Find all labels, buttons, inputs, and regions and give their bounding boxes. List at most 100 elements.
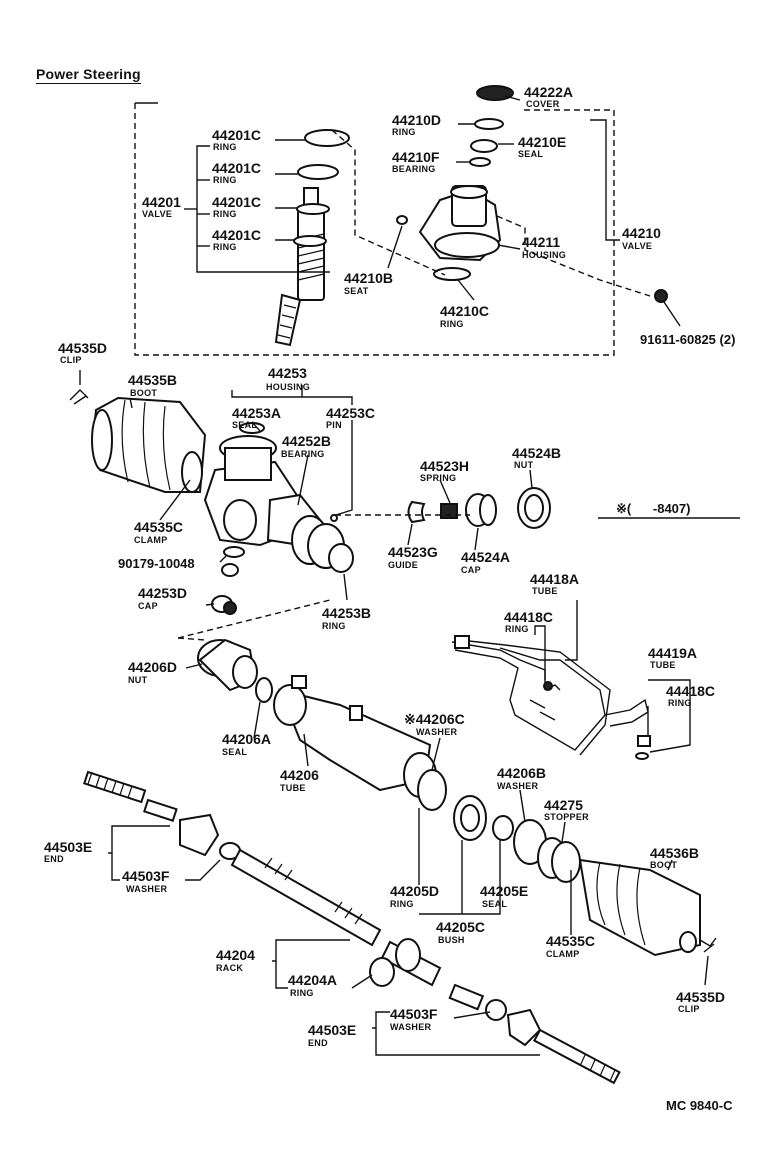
housing-end-part	[291, 515, 354, 573]
svg-text:44201: 44201	[142, 194, 181, 210]
cap-44524A-part	[465, 493, 497, 527]
rack-44204-part	[230, 848, 442, 987]
seal-44205E-part	[492, 815, 514, 841]
svg-text:RING: RING	[290, 988, 314, 998]
valve-ring-3	[296, 203, 330, 215]
svg-text:44210B: 44210B	[344, 270, 393, 286]
svg-text:44222A: 44222A	[524, 84, 573, 100]
svg-text:44535C: 44535C	[134, 519, 183, 535]
svg-text:44253A: 44253A	[232, 405, 281, 421]
seal-44206A-part	[255, 677, 273, 703]
svg-text:PIN: PIN	[326, 420, 342, 430]
pin-44253C-part	[330, 514, 338, 522]
cover-part	[476, 85, 514, 101]
svg-text:44206D: 44206D	[128, 659, 177, 675]
valve-assembly-box	[134, 103, 615, 356]
svg-text:44205E: 44205E	[480, 883, 528, 899]
svg-text:44206: 44206	[280, 767, 319, 783]
svg-text:WASHER: WASHER	[497, 781, 539, 791]
svg-text:SEAL: SEAL	[482, 899, 507, 909]
tie-rod-end-left-part	[83, 770, 220, 857]
svg-text:44201C: 44201C	[212, 194, 261, 210]
stopper-44275-part	[537, 837, 581, 883]
ring-44418C-part-b	[635, 752, 649, 760]
svg-text:44210F: 44210F	[392, 149, 440, 165]
svg-text:RACK: RACK	[216, 963, 243, 973]
valve-shaft-part	[274, 187, 325, 347]
svg-text:TUBE: TUBE	[280, 783, 306, 793]
valve-ring-4	[293, 235, 327, 247]
seal-44210E-part	[470, 139, 498, 153]
svg-text:44503E: 44503E	[44, 839, 92, 855]
svg-text:44201C: 44201C	[212, 227, 261, 243]
svg-text:STOPPER: STOPPER	[544, 812, 589, 822]
tube-fitting-left	[454, 635, 470, 649]
tube-44418A-part	[451, 639, 611, 756]
callout-90179: 90179-10048	[118, 556, 195, 571]
seat-44210B-part	[396, 215, 408, 225]
svg-text:VALVE: VALVE	[142, 209, 172, 219]
svg-text:44204: 44204	[216, 947, 255, 963]
svg-text:RING: RING	[505, 624, 529, 634]
valve-ring-1	[304, 129, 350, 147]
valve-ring-2	[297, 164, 339, 180]
svg-text:44524A: 44524A	[461, 549, 510, 565]
svg-text:SPRING: SPRING	[420, 473, 456, 483]
svg-text:GUIDE: GUIDE	[388, 560, 418, 570]
ring-44418C-part-a	[543, 681, 553, 691]
svg-text:WASHER: WASHER	[416, 727, 458, 737]
svg-text:HOUSING: HOUSING	[266, 382, 310, 392]
svg-text:44536B: 44536B	[650, 845, 699, 861]
diagram-title: Power Steering	[36, 66, 141, 84]
svg-text:VALVE: VALVE	[622, 241, 652, 251]
svg-text:WASHER: WASHER	[390, 1022, 432, 1032]
svg-text:COVER: COVER	[526, 99, 560, 109]
clip-right-part	[699, 937, 717, 953]
svg-text:44253D: 44253D	[138, 585, 187, 601]
callout-91611: 91611-60825 (2)	[640, 332, 735, 347]
svg-text:44253: 44253	[268, 365, 307, 381]
svg-text:44201C: 44201C	[212, 160, 261, 176]
svg-text:44418A: 44418A	[530, 571, 579, 587]
washer-90179-part	[223, 546, 245, 558]
ring-44210D-part	[474, 118, 504, 130]
svg-text:RING: RING	[213, 175, 237, 185]
svg-text:44535D: 44535D	[58, 340, 107, 356]
bush-44205C-part	[453, 795, 487, 841]
svg-text:44201C: 44201C	[212, 127, 261, 143]
boot-44536B-part	[578, 858, 701, 957]
tube-44419A-part	[604, 698, 649, 740]
svg-text:44253B: 44253B	[322, 605, 371, 621]
svg-text:44252B: 44252B	[282, 433, 331, 449]
svg-text:TUBE: TUBE	[650, 660, 676, 670]
svg-text:BEARING: BEARING	[392, 164, 436, 174]
svg-text:BUSH: BUSH	[438, 935, 465, 945]
nut-90179-part	[221, 563, 239, 577]
svg-text:44210E: 44210E	[518, 134, 566, 150]
svg-text:44205C: 44205C	[436, 919, 485, 935]
nut-44206D-part	[197, 638, 258, 692]
